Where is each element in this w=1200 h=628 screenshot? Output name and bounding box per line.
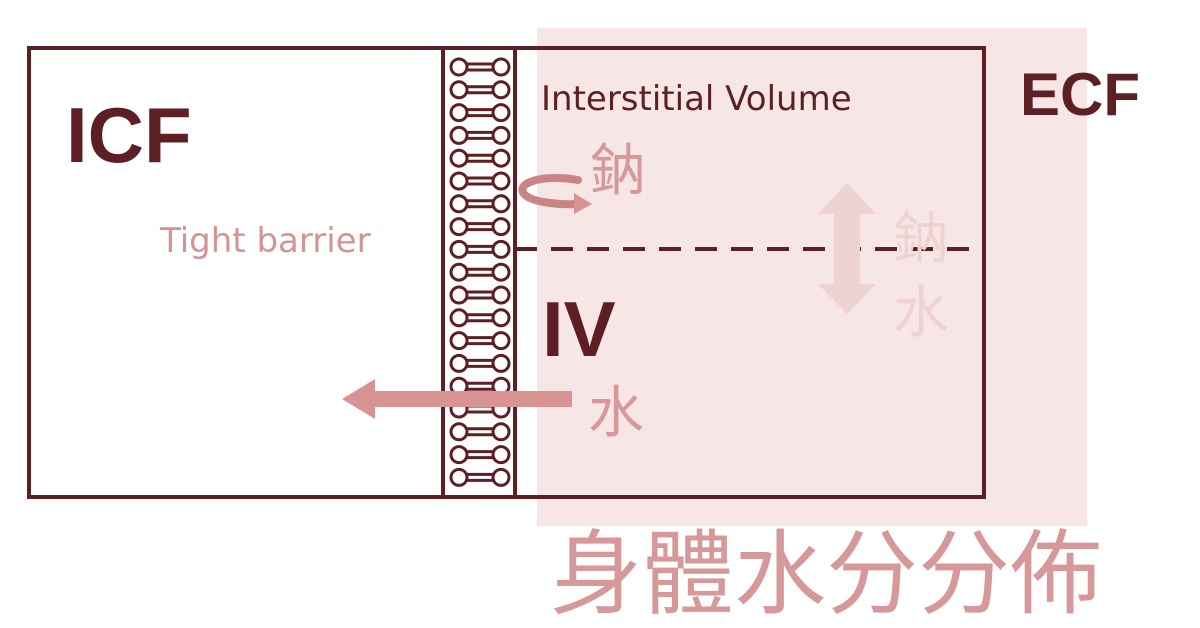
lipid-head <box>449 262 469 282</box>
caption-title: 身體水分分佈 <box>550 521 1102 628</box>
lipid-head <box>449 194 469 214</box>
lipid-head <box>491 80 511 100</box>
sodium-label: 鈉 <box>590 139 646 204</box>
lipid-head <box>491 331 511 351</box>
lipid-head <box>491 194 511 214</box>
exchange-double-arrow <box>818 183 876 314</box>
phospholipid-pair <box>449 171 511 191</box>
lipid-head <box>491 171 511 191</box>
lipid-head <box>449 103 469 123</box>
lipid-head <box>449 331 469 351</box>
phospholipid-pair <box>449 239 511 259</box>
iv-label: IV <box>542 285 616 373</box>
lipid-head <box>449 57 469 77</box>
lipid-head <box>491 125 511 145</box>
phospholipid-pair <box>449 376 511 396</box>
water-arrow-shaft <box>372 391 572 407</box>
phospholipid-pair <box>449 125 511 145</box>
phospholipid-pair <box>449 353 511 373</box>
lipid-head <box>491 148 511 168</box>
phospholipid-pair <box>449 194 511 214</box>
lipid-head <box>491 103 511 123</box>
lipid-head <box>491 445 511 465</box>
cell-membrane-bilayer <box>449 57 511 487</box>
lipid-head <box>491 217 511 237</box>
interstitial-volume-label: Interstitial Volume <box>541 79 852 119</box>
phospholipid-pair <box>449 262 511 282</box>
phospholipid-pair <box>449 103 511 123</box>
lipid-head <box>449 422 469 442</box>
phospholipid-pair <box>449 467 511 487</box>
lipid-head <box>491 308 511 328</box>
lipid-head <box>449 467 469 487</box>
phospholipid-pair <box>449 217 511 237</box>
water-arrow-head <box>342 379 375 419</box>
phospholipid-pair <box>449 422 511 442</box>
phospholipid-pair <box>449 308 511 328</box>
lipid-head <box>449 171 469 191</box>
lipid-head <box>491 285 511 305</box>
sodium-reflect-arrow <box>518 173 582 209</box>
lipid-head <box>449 148 469 168</box>
lipid-head <box>491 57 511 77</box>
lipid-head <box>491 239 511 259</box>
lipid-head <box>449 308 469 328</box>
lipid-head <box>449 353 469 373</box>
lipid-head <box>449 80 469 100</box>
lipid-head <box>449 125 469 145</box>
sodium-arrow-head <box>574 193 592 214</box>
lipid-head <box>449 217 469 237</box>
lipid-head <box>491 262 511 282</box>
phospholipid-pair <box>449 445 511 465</box>
ecf-shaded-region <box>537 28 1087 526</box>
exchange-water-label: 水 <box>893 281 949 346</box>
lipid-head <box>491 422 511 442</box>
icf-label: ICF <box>66 91 192 179</box>
tight-barrier-label: Tight barrier <box>159 221 371 261</box>
water-label: 水 <box>588 381 644 446</box>
phospholipid-pair <box>449 285 511 305</box>
lipid-head <box>449 445 469 465</box>
compartment-outline <box>27 46 986 499</box>
lipid-head <box>449 239 469 259</box>
lipid-head <box>491 353 511 373</box>
lipid-head <box>449 285 469 305</box>
phospholipid-pair <box>449 331 511 351</box>
phospholipid-pair <box>449 57 511 77</box>
exchange-sodium-label: 鈉 <box>893 207 949 272</box>
ecf-label: ECF <box>1020 61 1140 128</box>
phospholipid-pair <box>449 80 511 100</box>
phospholipid-pair <box>449 148 511 168</box>
lipid-head <box>491 467 511 487</box>
